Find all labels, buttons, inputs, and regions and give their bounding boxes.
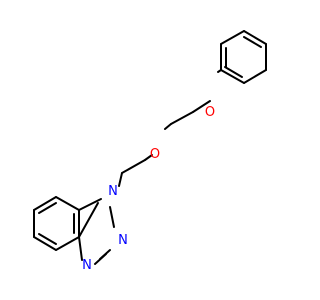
bond <box>164 123 172 130</box>
bond <box>170 111 194 125</box>
double-bond <box>99 249 111 260</box>
background <box>0 0 300 300</box>
bond <box>243 30 267 45</box>
double-bond-inner <box>38 202 57 214</box>
bond <box>78 198 102 211</box>
oxygen-label-upper: O <box>205 105 215 120</box>
bond <box>144 154 153 161</box>
bond <box>78 202 99 238</box>
bond <box>217 69 222 73</box>
bond <box>55 236 80 251</box>
bond <box>109 206 115 228</box>
bond <box>243 69 267 84</box>
oxygen-label-middle: O <box>150 147 160 162</box>
bond <box>33 236 57 251</box>
double-bond-inner <box>243 36 262 48</box>
bond <box>78 236 83 261</box>
bond <box>55 196 80 211</box>
double-bond-inner <box>38 233 57 245</box>
nitrogen-label-n1: N <box>108 184 118 199</box>
bond-layer <box>33 30 267 265</box>
molecule-structure: O O N N N <box>0 0 300 300</box>
nitrogen-label-n3: N <box>82 258 92 273</box>
bond <box>118 172 123 187</box>
bond <box>220 30 245 45</box>
nitrogen-label-n2: N <box>118 233 128 248</box>
bond <box>220 69 245 84</box>
bond <box>33 196 57 211</box>
double-bond-inner <box>224 66 243 78</box>
atom-label-layer: O O N N N <box>82 105 215 273</box>
bond <box>121 159 146 174</box>
bond <box>192 100 211 113</box>
